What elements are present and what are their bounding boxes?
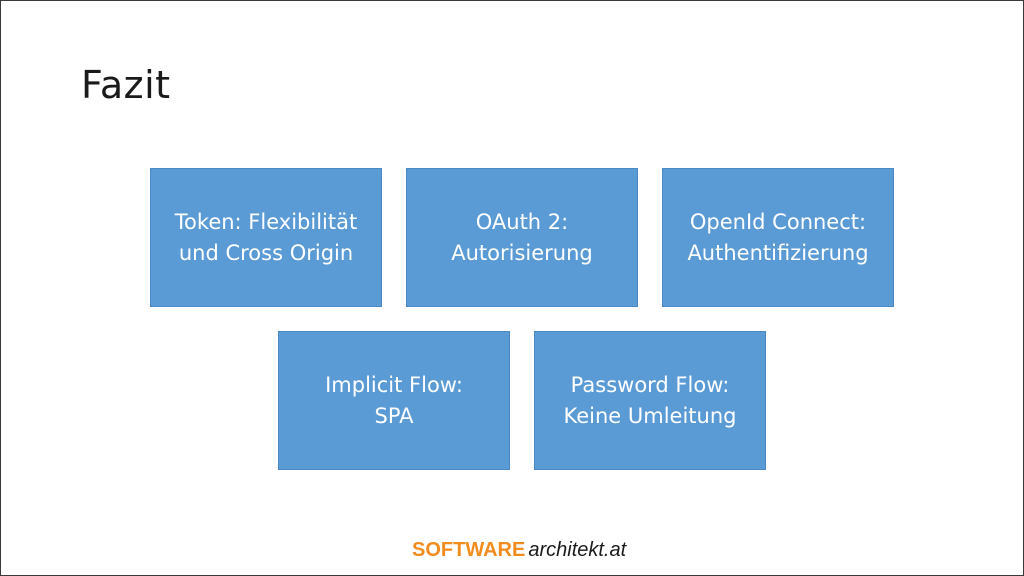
summary-box-token: Token: Flexibilität und Cross Origin: [150, 168, 382, 307]
summary-box-implicit-flow: Implicit Flow: SPA: [278, 331, 510, 470]
summary-box-openid: OpenId Connect: Authentifizierung: [662, 168, 894, 307]
summary-box-password-flow: Password Flow: Keine Umleitung: [534, 331, 766, 470]
summary-box-oauth: OAuth 2: Autorisierung: [406, 168, 638, 307]
logo-domain-text: architekt.at: [528, 539, 627, 561]
logo-brand-text: SOFTWARE: [412, 539, 526, 561]
slide-title: Fazit: [81, 63, 171, 107]
